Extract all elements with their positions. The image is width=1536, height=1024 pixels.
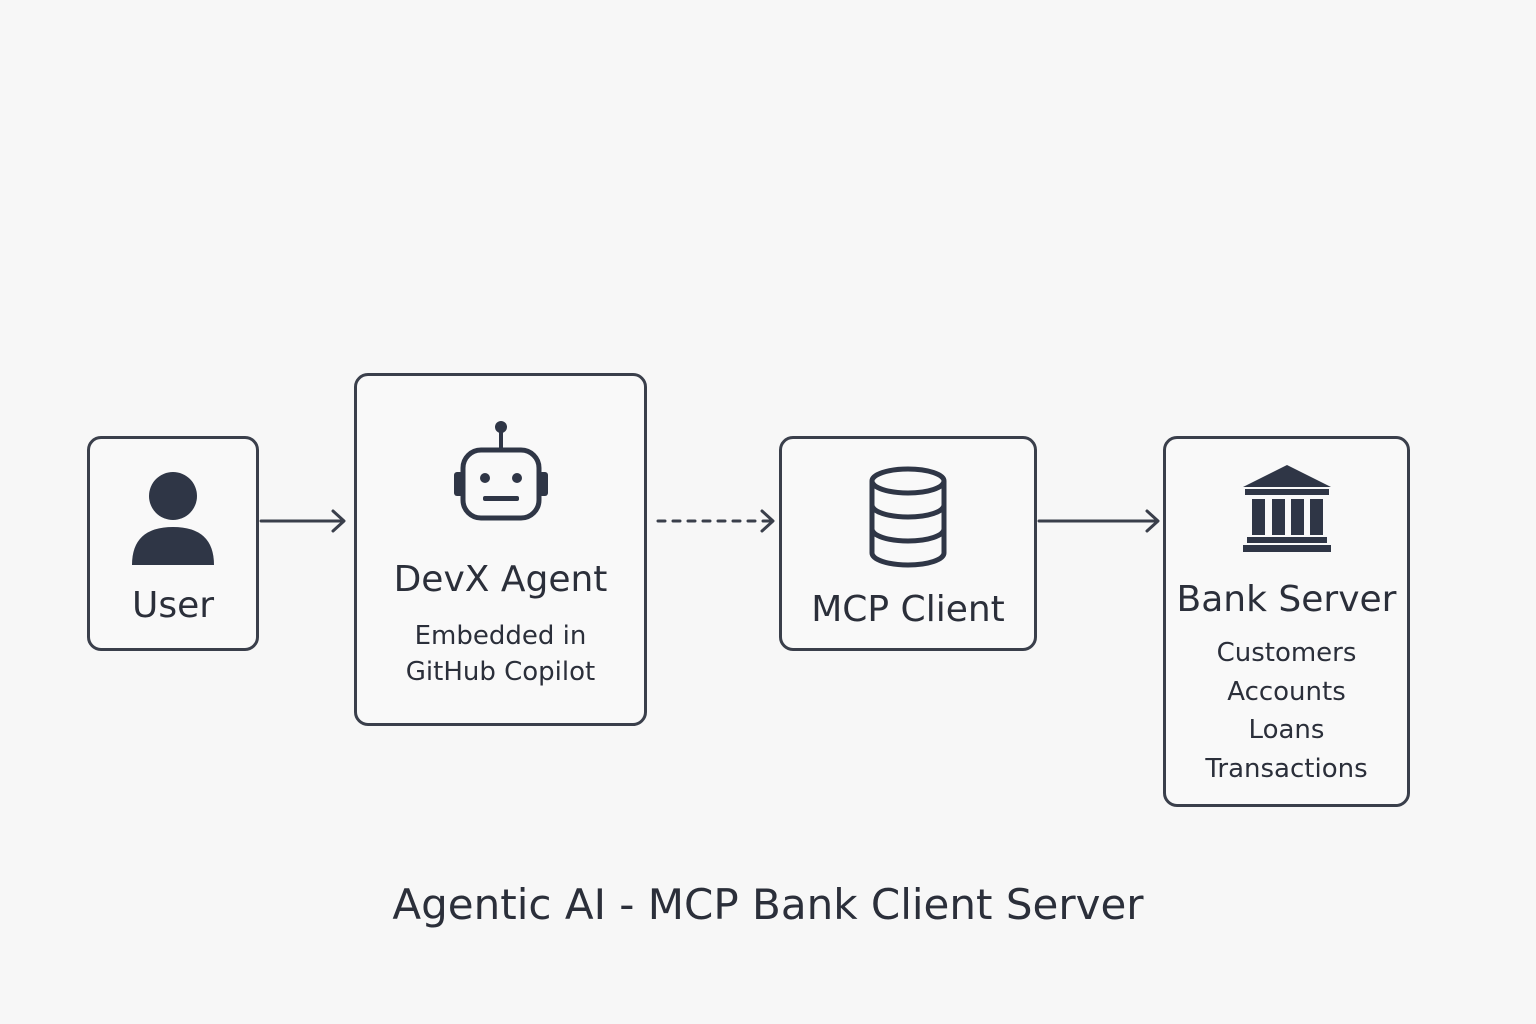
user-label: User [131, 585, 215, 626]
edge-user-to-agent-arrowhead [331, 509, 346, 533]
devx-agent-description-line: GitHub Copilot [405, 657, 596, 687]
mcp-client-node: MCP Client [779, 436, 1037, 651]
list-item: Accounts [1227, 676, 1346, 707]
mcp-client-label: MCP Client [811, 589, 1005, 630]
devx-agent-label: DevX Agent [393, 559, 608, 600]
bank-icon [1242, 465, 1331, 552]
list-item: Customers [1216, 638, 1357, 668]
edge-mcp-to-bank-arrowhead [1145, 509, 1160, 533]
list-item: Transactions [1205, 753, 1368, 784]
user-node: User [87, 436, 259, 651]
list-item: Loans [1248, 715, 1325, 745]
diagram-title: Agentic AI - MCP Bank Client Server [392, 880, 1144, 929]
bank-server-label: Bank Server [1176, 579, 1397, 620]
devx-agent-node: DevX Agent Embedded in GitHub Copilot [354, 373, 647, 726]
robot-icon [453, 421, 548, 521]
devx-agent-description: Embedded in GitHub Copilot [357, 618, 644, 690]
user-icon [132, 472, 214, 565]
devx-agent-description-line: Embedded in [414, 621, 587, 651]
edge-agent-to-mcp-arrowhead [760, 509, 775, 533]
database-icon [869, 466, 947, 568]
bank-server-resource-list: Customers Accounts Loans Transactions [1166, 634, 1407, 788]
bank-server-node: Bank Server Customers Accounts Loans Tra… [1163, 436, 1410, 807]
